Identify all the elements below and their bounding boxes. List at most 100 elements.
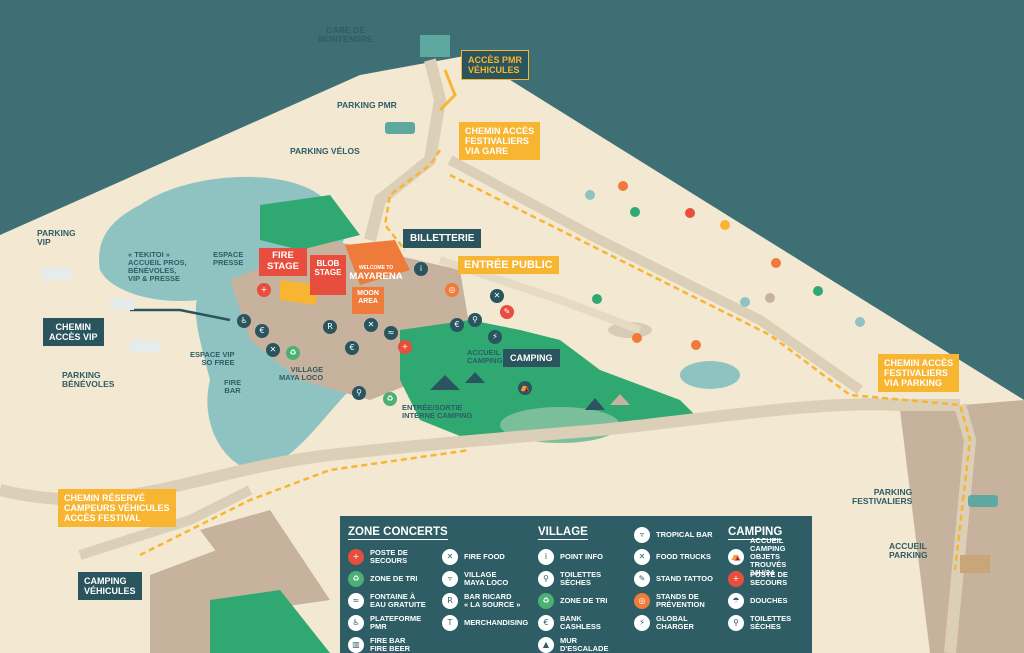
legend-item: ✕FOOD TRUCKS xyxy=(634,546,724,568)
label-fire-bar: FIRE BAR xyxy=(224,378,242,395)
legend-item: ◎STANDS DE PRÉVENTION xyxy=(634,590,724,612)
mayarena-stage: MAYARENA xyxy=(349,271,403,282)
food-icon-2[interactable]: ✕ xyxy=(364,318,378,332)
euro-icon-2[interactable]: € xyxy=(345,341,359,355)
food-icon: ✕ xyxy=(634,549,650,565)
path-gare xyxy=(383,149,442,251)
road-diag xyxy=(447,155,863,395)
legend-item-label: TROPICAL BAR xyxy=(656,530,713,539)
euro-icon-3[interactable]: € xyxy=(450,318,464,332)
legend-item: €BANK CASHLESS xyxy=(538,612,632,634)
legend-item-label: MERCHANDISING xyxy=(464,618,529,627)
legend-item-label: FONTAINE À EAU GRATUITE xyxy=(370,592,426,609)
legend-item-label: MUR D'ESCALADE xyxy=(560,636,609,653)
accueil-parking-box xyxy=(960,555,990,573)
legend-item: ✕FIRE FOOD xyxy=(442,546,534,568)
legend-item-label: POSTE DE SECOURS xyxy=(370,548,408,565)
legend-list-camping: ⛺ACCUEIL CAMPING OBJETS TROUVÉS 24h/24+P… xyxy=(728,537,812,634)
tag-entree-public: ENTRÉE PUBLIC xyxy=(458,256,559,274)
first-aid-icon: + xyxy=(728,571,744,587)
path-parking xyxy=(449,173,972,571)
legend-list-village-b: ▿ TROPICAL BAR ✕FOOD TRUCKS✎STAND TATTOO◎S… xyxy=(634,524,724,634)
legend-title-camping: CAMPING xyxy=(728,526,783,540)
label-espace-presse: ESPACE PRESSE xyxy=(213,250,244,267)
toilet-icon[interactable]: ⚲ xyxy=(352,386,366,400)
road-main xyxy=(364,58,447,242)
wheelchair-icon: ♿ xyxy=(348,615,364,631)
label-tekitoi: « TEKITOI » ACCUEIL PROS, BÉNÉVOLES, VIP… xyxy=(128,250,187,283)
fire-bar-icon: ▥ xyxy=(348,637,364,653)
legend-item-label: ACCUEIL CAMPING OBJETS TROUVÉS 24h/24 xyxy=(750,536,787,577)
water-fountain-icon[interactable]: ≈ xyxy=(384,326,398,340)
first-aid-icon[interactable]: + xyxy=(257,283,271,297)
legend-item: + POSTE DE SECOURS xyxy=(348,546,448,568)
car-festivaliers xyxy=(968,495,998,507)
recycle-icon-2[interactable]: ♻ xyxy=(383,392,397,406)
green-top xyxy=(260,195,360,250)
food-icon-3[interactable]: ✕ xyxy=(490,289,504,303)
charger-icon[interactable]: ⚡ xyxy=(488,330,502,344)
tag-chemin-parking: CHEMIN ACCÈS FESTIVALIERS VIA PARKING xyxy=(878,354,960,392)
legend-item: ♿PLATEFORME PMR xyxy=(348,612,448,634)
label-entree-sortie: ENTRÉE/SORTIE INTERNE CAMPING xyxy=(402,403,473,420)
mayarena-ground xyxy=(345,240,410,285)
tag-acces-pmr: ACCÈS PMR VÉHICULES xyxy=(461,50,530,80)
recycle-icon[interactable]: ♻ xyxy=(286,346,300,360)
toilet-icon-2[interactable]: ⚲ xyxy=(468,313,482,327)
legend-item: ≈FONTAINE À EAU GRATUITE xyxy=(348,590,448,612)
info-icon[interactable]: i xyxy=(414,262,428,276)
prevention-icon: ◎ xyxy=(634,593,650,609)
legend-item: ▲ MUR D'ESCALADE xyxy=(538,634,632,653)
tag-camping-vehicules: CAMPING VÉHICULES xyxy=(78,572,142,600)
legend-item: ⚲TOILETTES SÈCHES xyxy=(538,568,632,590)
legend-item: ♻ZONE DE TRI xyxy=(348,568,448,590)
food-icon[interactable]: ✕ xyxy=(266,343,280,357)
legend-item-label: ZONE DE TRI xyxy=(560,596,608,605)
path-vip xyxy=(130,308,231,322)
tattoo-icon: ✎ xyxy=(634,571,650,587)
toilet-icon: ⚲ xyxy=(538,571,554,587)
euro-icon[interactable]: € xyxy=(255,324,269,338)
climbing-icon: ▲ xyxy=(538,637,554,653)
recycle-icon: ♻ xyxy=(538,593,554,609)
first-aid-icon-2[interactable]: + xyxy=(398,340,412,354)
legend-item: ✎STAND TATTOO xyxy=(634,568,724,590)
legend-item: ♻ ZONE DE TRI xyxy=(538,590,632,612)
legend-title-village: VILLAGE xyxy=(538,526,588,540)
car-pmr xyxy=(385,122,415,134)
trees xyxy=(510,181,865,395)
mayarena-welcome: WELCOME TO xyxy=(358,265,394,271)
bar-ricard-icon[interactable]: R xyxy=(323,320,337,334)
tattoo-icon[interactable]: ✎ xyxy=(500,305,514,319)
tag-chemin-vip: CHEMIN ACCÈS VIP xyxy=(43,318,104,346)
legend-item-label: DOUCHES xyxy=(750,596,788,605)
label-espace-vip: ESPACE VIP SO FREE xyxy=(190,350,235,367)
wheelchair-icon[interactable]: ♿ xyxy=(237,314,251,328)
fire-stage: FIRE STAGE xyxy=(259,248,307,276)
tag-chemin-reserve: CHEMIN RÉSERVÉ CAMPEURS VÉHICULES ACCÈS … xyxy=(58,489,176,527)
tag-billetterie: BILLETTERIE xyxy=(403,229,482,248)
camping-area xyxy=(400,320,700,440)
road-bottom-left xyxy=(78,485,253,560)
gare-building xyxy=(420,35,450,57)
label-parking-velos: PARKING VÉLOS xyxy=(290,146,360,156)
cocktail-icon: ▿ xyxy=(634,527,650,543)
toilet-icon: ⚲ xyxy=(728,615,744,631)
tent-icon[interactable]: ⛺ xyxy=(518,381,532,395)
prevention-icon[interactable]: ◎ xyxy=(445,283,459,297)
legend-item-label: POSTE DE SECOURS xyxy=(750,570,788,587)
cocktail-icon: ▿ xyxy=(442,571,458,587)
euro-icon: € xyxy=(538,615,554,631)
tag-camping: CAMPING xyxy=(503,349,560,367)
green-corner xyxy=(210,590,330,653)
tents xyxy=(430,372,630,410)
bar-ricard-icon: R xyxy=(442,593,458,609)
label-parking-vip: PARKING VIP xyxy=(37,228,76,247)
first-aid-icon: + xyxy=(348,549,364,565)
legend-item-label: BAR RICARD « LA SOURCE » xyxy=(464,592,521,609)
label-parking-pmr: PARKING PMR xyxy=(337,100,397,110)
